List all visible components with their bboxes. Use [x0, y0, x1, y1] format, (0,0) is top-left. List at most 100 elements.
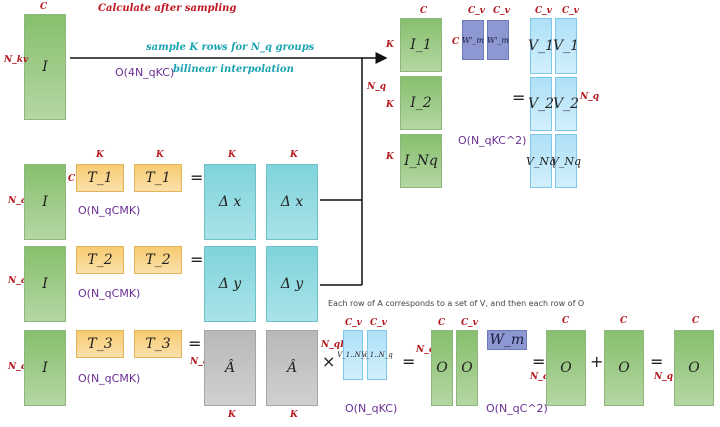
dx1-label: Δ x [218, 194, 242, 210]
note-rows-of-a: Each row of A corresponds to a set of V,… [328, 299, 585, 308]
i-row1-label: I [42, 194, 48, 210]
matrix-o3: O [546, 330, 586, 406]
dim-nq-v: N_q [580, 92, 600, 102]
inq-label: I_Nq [404, 153, 438, 169]
complexity-row1: O(N_qCMK) [78, 204, 141, 217]
matrix-v2a: V_2 [527, 77, 555, 131]
matrix-delta-y1: Δ y [204, 246, 256, 322]
matrix-v1a: V_1 [527, 18, 555, 74]
a-hat1-label: Â [224, 360, 236, 376]
input-matrix-i-row3: I [24, 330, 66, 406]
dim-cv-v1: C_v [535, 6, 552, 16]
vnqb-label: V_Nq [550, 154, 582, 168]
matrix-w2: W'_m [487, 20, 509, 60]
dim-cv-o2: C_v [461, 318, 478, 328]
note-sample-rows: sample K rows for N_q groups [146, 42, 315, 53]
plus-op: + [590, 352, 604, 371]
dim-c-right: C [420, 6, 428, 16]
t3b-label: T_3 [145, 336, 171, 352]
o1-label: O [436, 360, 448, 376]
note-bilinear: bilinear interpolation [173, 64, 294, 75]
dim-c-top: C [40, 2, 48, 12]
dim-nq-row3b: N_q [190, 357, 210, 367]
w1-label: W'_m [462, 35, 485, 45]
matrix-a-hat2: Â [266, 330, 318, 406]
dim-nq-row3: N_q [8, 362, 28, 372]
dim-cv-w2: C_v [493, 6, 510, 16]
v2a-label: V_2 [527, 96, 555, 112]
equals-row1: = [190, 168, 204, 187]
dim-k-i1: K [386, 40, 394, 50]
dim-k-t1b: K [156, 150, 164, 160]
i-row2-label: I [42, 276, 48, 292]
o2-label: O [461, 360, 473, 376]
matrix-inq: I_Nq [400, 134, 442, 188]
v1a-label: V_1 [527, 38, 555, 54]
complexity-top: O(4N_qKC) [115, 66, 175, 79]
matrix-v-bottom-1: V_1..N_q [337, 330, 369, 380]
matrix-t3a: T_3 [76, 330, 124, 358]
note-sampling: Calculate after sampling [98, 3, 237, 14]
dim-k-a1: K [228, 410, 236, 420]
matrix-delta-x1: Δ x [204, 164, 256, 240]
v1b-label: V_1 [552, 38, 580, 54]
vnqa-label: V_Nq [525, 154, 557, 168]
matrix-o2: O [456, 330, 478, 406]
dim-k-a2: K [290, 410, 298, 420]
matrix-v-bottom-2: V_1..N_q [361, 330, 393, 380]
dim-nq-right: N_q [367, 82, 387, 92]
equals-right: = [512, 88, 526, 107]
o5-label: O [688, 360, 700, 376]
dim-k-dx1: K [228, 150, 236, 160]
i1-label: I_1 [410, 37, 432, 53]
matrix-i1: I_1 [400, 18, 442, 72]
dim-nq-o3: N_q [530, 372, 550, 382]
matrix-o4: O [604, 330, 644, 406]
matrix-v2b: V_2 [552, 77, 580, 131]
matrix-t1a: T_1 [76, 164, 124, 192]
matrix-w1: W'_m [462, 20, 484, 60]
dx2-label: Δ x [280, 194, 304, 210]
matrix-wm: W_m [487, 330, 527, 350]
dim-cv-v2: C_v [370, 318, 387, 328]
matrix-delta-x2: Δ x [266, 164, 318, 240]
a-hat2-label: Â [286, 360, 298, 376]
dim-nq-row2: N_q [8, 276, 28, 286]
dy2-label: Δ y [280, 276, 304, 292]
dim-nqk: N_qK [321, 340, 348, 350]
equals-o2: = [532, 352, 546, 371]
dim-c-w: C [452, 37, 460, 47]
matrix-vnqa: V_Nq [526, 134, 556, 188]
matrix-i2: I_2 [400, 76, 442, 130]
v2b-label: V_2 [552, 96, 580, 112]
matrix-t2a: T_2 [76, 246, 124, 274]
matrix-o5: O [674, 330, 714, 406]
t1a-label: T_1 [87, 170, 113, 186]
t2a-label: T_2 [87, 252, 113, 268]
o3-label: O [560, 360, 572, 376]
t1b-label: T_1 [145, 170, 171, 186]
matrix-t1b: T_1 [134, 164, 182, 192]
complexity-v: O(N_qKC) [345, 402, 398, 415]
dim-nq-row1: N_q [8, 196, 28, 206]
equals-row2: = [190, 250, 204, 269]
dim-nq-o5: N_q [654, 372, 674, 382]
matrix-v1b: V_1 [552, 18, 580, 74]
o4-label: O [618, 360, 630, 376]
dim-cv-v2: C_v [562, 6, 579, 16]
matrix-vnqb: V_Nq [551, 134, 581, 188]
dim-cv-v1: C_v [345, 318, 362, 328]
complexity-row3: O(N_qCMK) [78, 372, 141, 385]
matrix-delta-y2: Δ y [266, 246, 318, 322]
equals-row3: = [188, 334, 202, 353]
i2-label: I_2 [410, 95, 432, 111]
input-matrix-i-row1: I [24, 164, 66, 240]
i-row3-label: I [42, 360, 48, 376]
v-bottom-1-label: V_1..N_q [337, 351, 369, 359]
dim-k-dx2: K [290, 150, 298, 160]
input-matrix-i-row2: I [24, 246, 66, 322]
dim-k-i3: K [386, 152, 394, 162]
input-i-top-label: I [42, 59, 48, 75]
matrix-a-hat1: Â [204, 330, 256, 406]
